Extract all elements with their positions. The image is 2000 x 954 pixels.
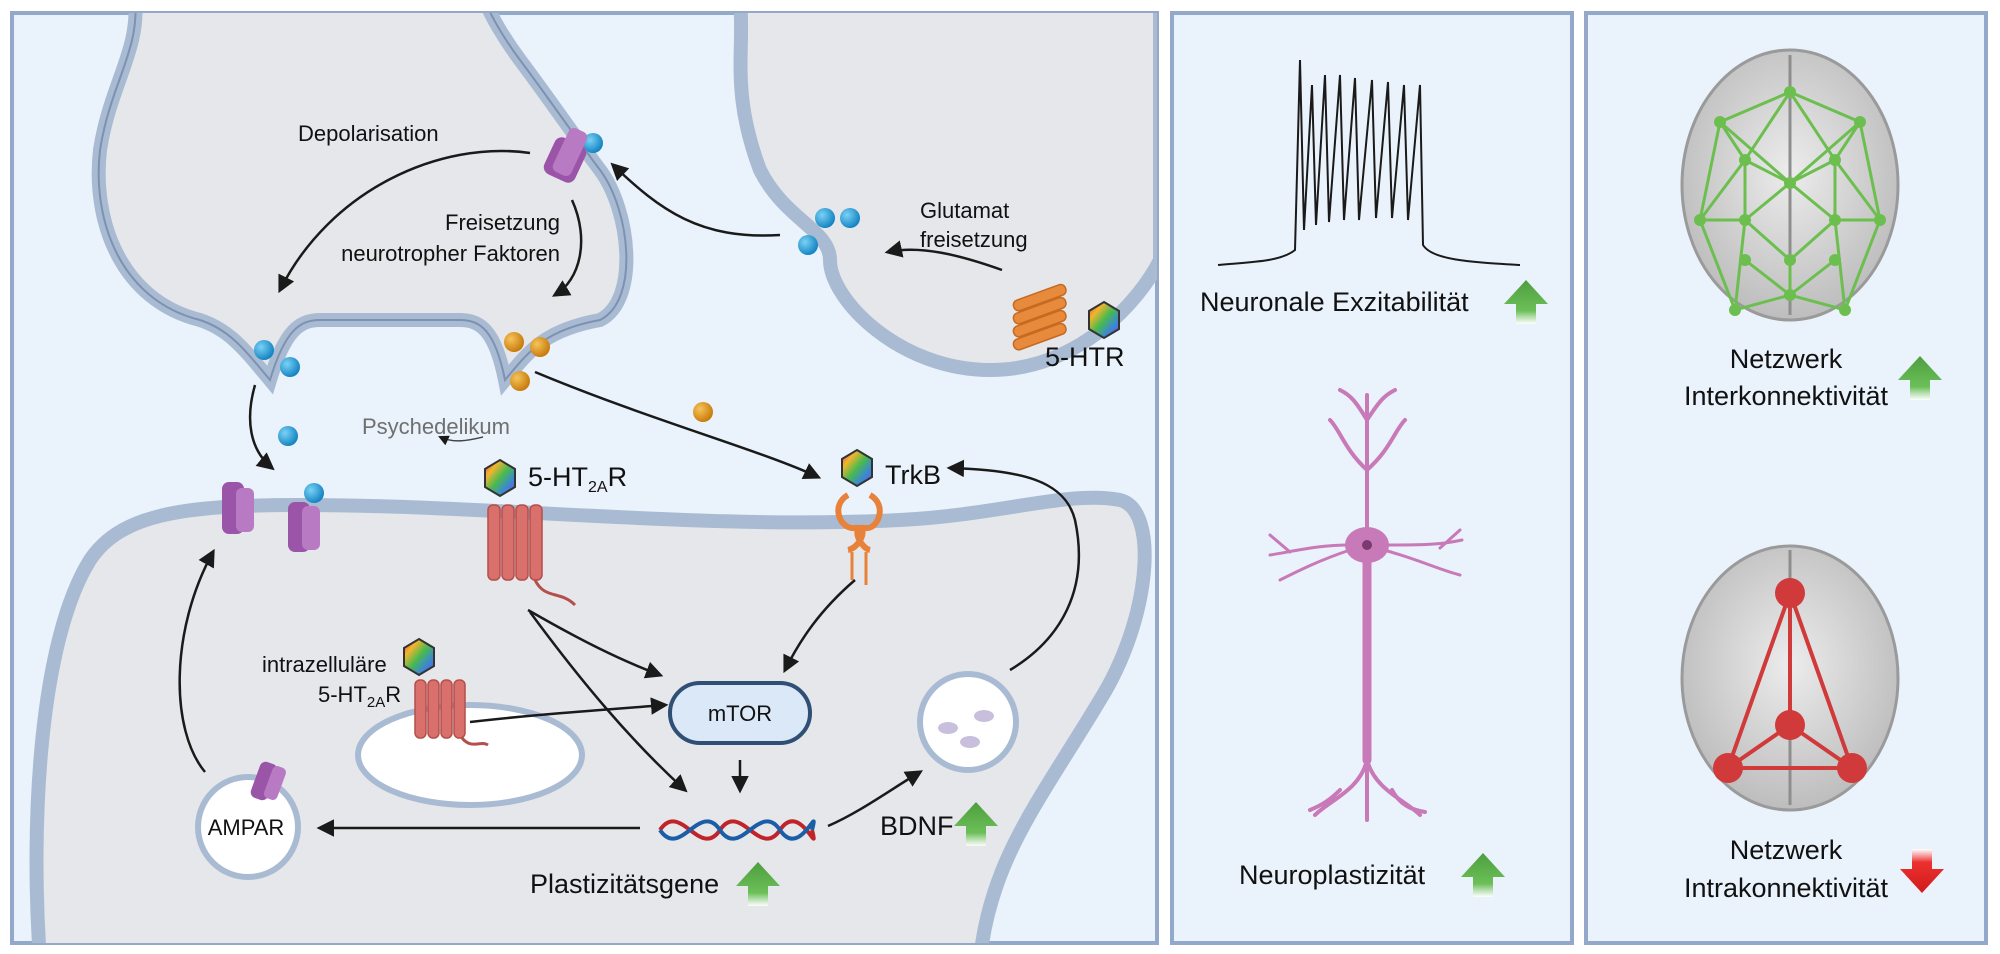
bdnf-ligand-icon <box>841 449 873 487</box>
excitability-label: Neuronale Exzitabilität <box>1200 287 1469 317</box>
ht2a-label: 5-HT2AR <box>528 462 627 496</box>
inter-label-2: Interkonnektivität <box>1684 381 1889 411</box>
intracellular-ht2a-label: 5-HT2AR <box>318 682 401 711</box>
brain-inter-icon <box>1680 48 1900 322</box>
dna-icon <box>658 819 816 841</box>
genes-label: Plastizitätsgene <box>530 869 719 899</box>
mtor-label: mTOR <box>708 701 772 726</box>
bdnf-vesicle-icon <box>917 671 1019 773</box>
release-label-2: neurotropher Faktoren <box>341 241 560 266</box>
trkb-receptor-icon <box>835 492 883 585</box>
neuroplasticity-label: Neuroplastizität <box>1239 860 1426 890</box>
pathway-arrows <box>178 149 1080 837</box>
htr-label: 5-HTR <box>1045 342 1125 372</box>
bdnf-molecules <box>504 332 713 422</box>
trkb-label: TrkB <box>885 460 941 490</box>
glutamate-label-2: freisetzung <box>920 227 1028 252</box>
endoplasmic-reticulum <box>355 702 585 808</box>
release-label-1: Freisetzung <box>445 210 560 235</box>
ampa-receptor-icon <box>222 482 320 552</box>
intra-label-1: Netzwerk <box>1730 835 1843 865</box>
spike-train-icon <box>1217 59 1521 266</box>
depolarisation-label: Depolarisation <box>298 121 439 146</box>
intracellular-ligand-icon <box>403 638 435 676</box>
intracellular-ht2a-icon <box>414 679 489 747</box>
mtor-box <box>668 681 812 745</box>
intra-label-2: Intrakonnektivität <box>1684 873 1889 903</box>
ampar-vesicle-icon <box>195 761 301 880</box>
bdnf-label: BDNF <box>880 811 954 841</box>
htr-ligand-icon <box>1088 301 1120 339</box>
intracellular-label: intrazelluläre <box>262 652 387 677</box>
postsynaptic-neuron <box>29 490 1152 943</box>
presynaptic-receptor-icon <box>543 127 588 183</box>
glutamate-molecules <box>254 133 860 503</box>
htr-receptor-icon <box>1012 283 1067 351</box>
neuron-icon <box>1268 388 1464 822</box>
brain-intra-icon <box>1680 544 1900 812</box>
psychedelic-label: Psychedelikum <box>362 414 510 439</box>
inter-label-1: Netzwerk <box>1730 344 1843 374</box>
glutamate-label-1: Glutamat <box>920 198 1009 223</box>
network-panel: Netzwerk Interkonnektivität Netzwerk Int… <box>1584 11 1988 945</box>
ampar-label: AMPAR <box>208 815 285 840</box>
ht2a-receptor-icon <box>487 504 577 607</box>
psychedelic-ligand-icon <box>484 459 516 497</box>
panel-frame <box>1170 11 1574 945</box>
effects-panel: Neuronale Exzitabilität Neuroplastizität <box>1170 11 1574 945</box>
mechanism-panel: Depolarisation Freisetzung neurotropher … <box>10 11 1159 945</box>
